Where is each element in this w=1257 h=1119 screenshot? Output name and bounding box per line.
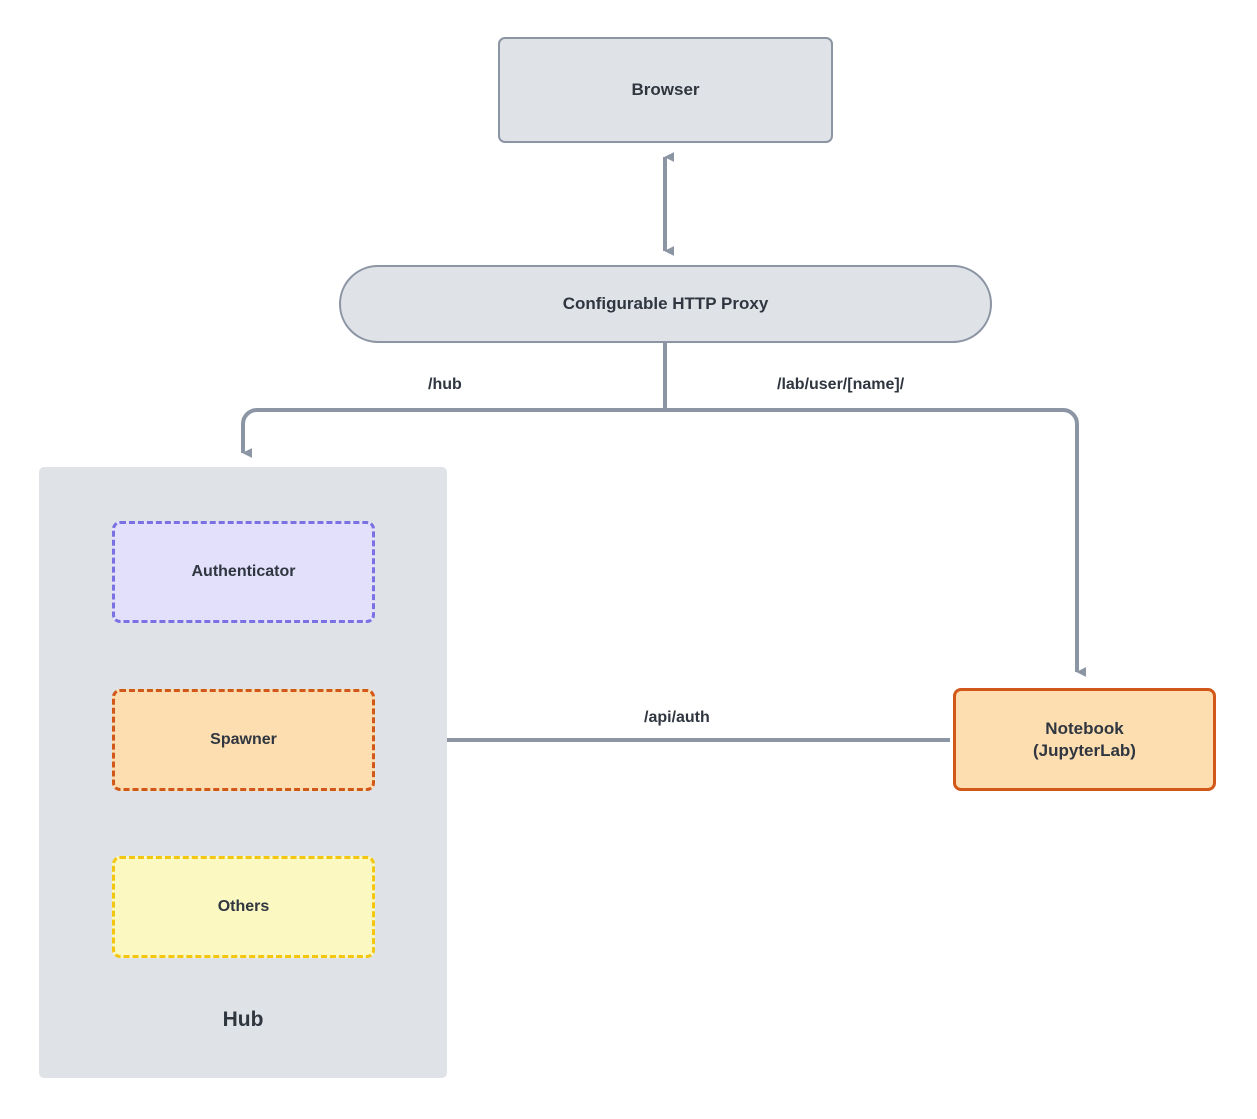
node-browser-label: Browser bbox=[631, 80, 700, 100]
node-hub-label: Hub bbox=[39, 1000, 447, 1040]
node-notebook-label-line2: (JupyterLab) bbox=[1033, 740, 1136, 760]
node-notebook-label: Notebook (JupyterLab) bbox=[1033, 718, 1136, 762]
node-spawner[interactable]: Spawner bbox=[112, 689, 375, 791]
edge-label-hub-path: /hub bbox=[428, 376, 462, 393]
node-authenticator[interactable]: Authenticator bbox=[112, 521, 375, 623]
node-configurable-http-proxy[interactable]: Configurable HTTP Proxy bbox=[339, 265, 992, 343]
node-spawner-label: Spawner bbox=[210, 730, 277, 748]
node-authenticator-label: Authenticator bbox=[191, 562, 296, 580]
edge-proxy-hub bbox=[241, 408, 665, 458]
hub-label-text: Hub bbox=[222, 1007, 264, 1031]
edge-label-api-auth-path: /api/auth bbox=[644, 709, 710, 726]
node-others-label: Others bbox=[217, 897, 270, 915]
node-notebook[interactable]: Notebook (JupyterLab) bbox=[953, 688, 1216, 791]
node-others[interactable]: Others bbox=[112, 856, 375, 958]
edge-proxy-notebook bbox=[665, 408, 1086, 677]
node-notebook-label-line1: Notebook bbox=[1045, 718, 1124, 738]
node-browser[interactable]: Browser bbox=[498, 37, 833, 143]
node-proxy-label: Configurable HTTP Proxy bbox=[562, 294, 769, 314]
edge-label-lab-user-path: /lab/user/[name]/ bbox=[777, 376, 905, 393]
